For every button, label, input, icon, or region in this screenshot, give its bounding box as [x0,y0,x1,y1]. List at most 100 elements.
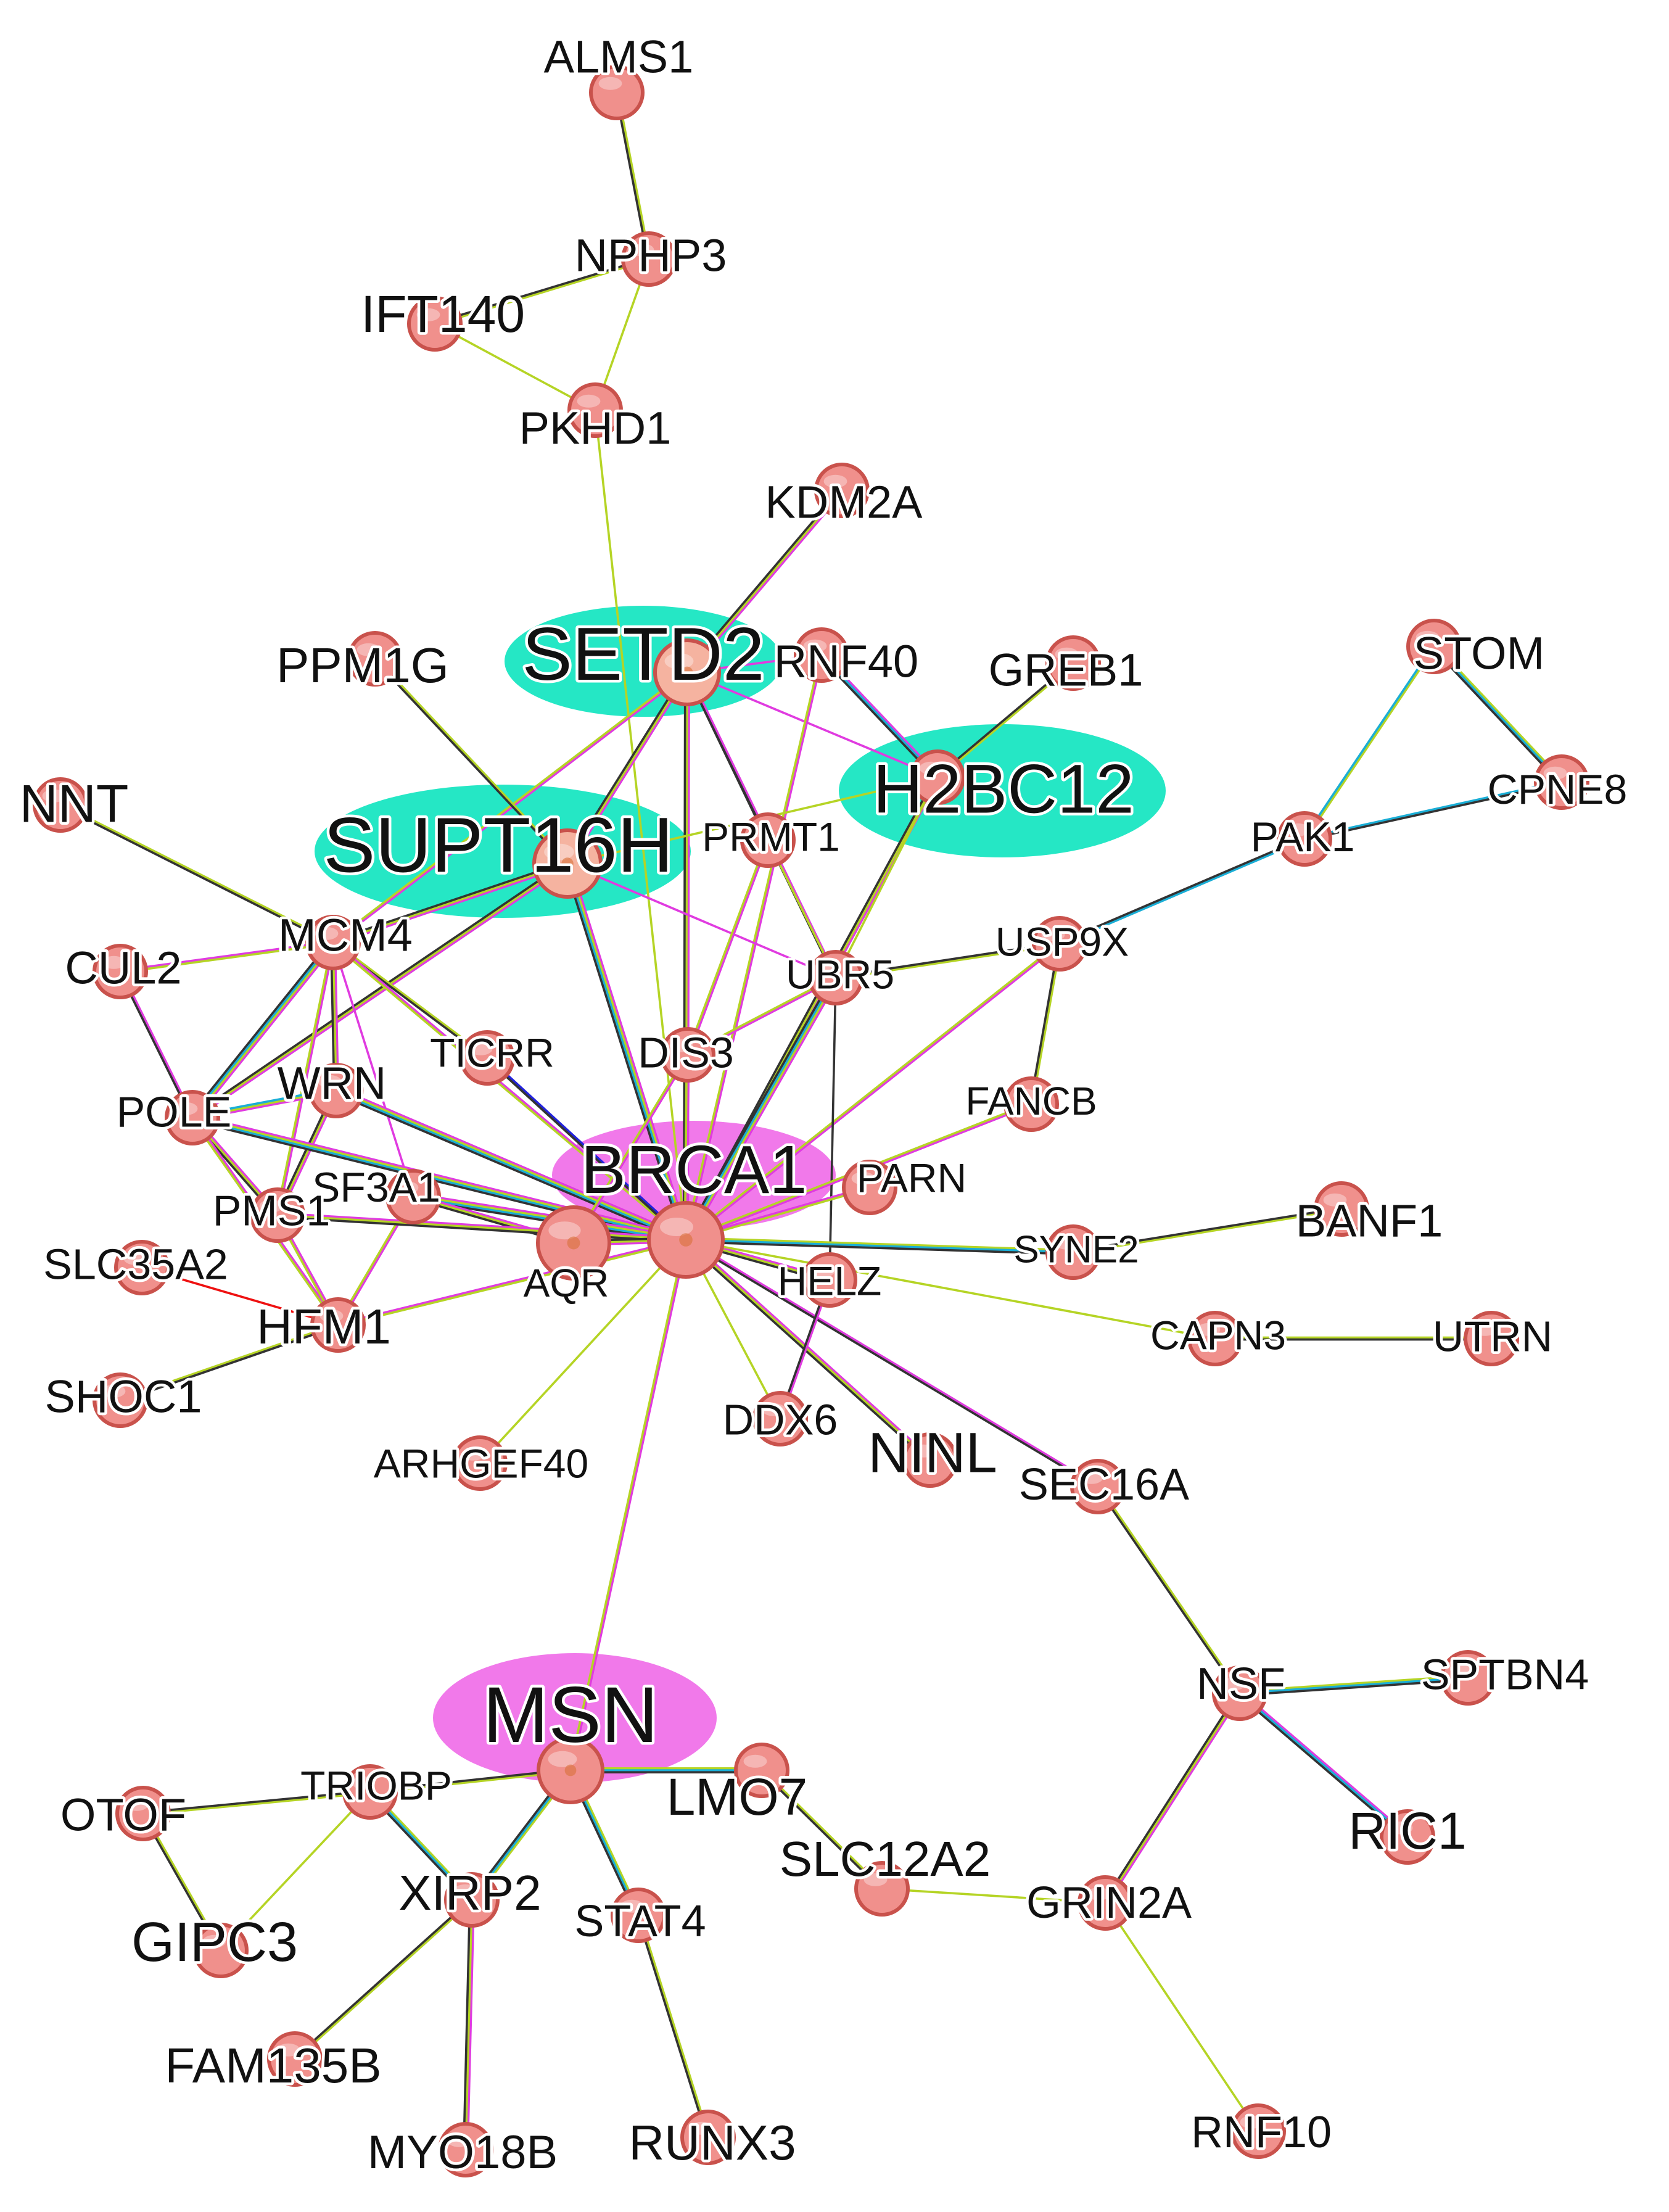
node-sf3a1[interactable] [385,1169,441,1224]
node-circle[interactable] [794,627,849,683]
node-ninl[interactable] [902,1432,958,1488]
node-circle[interactable] [567,382,623,438]
node-circle[interactable] [438,2122,493,2177]
node-circle[interactable] [1045,635,1101,691]
node-circle[interactable] [740,812,796,868]
node-circle[interactable] [1440,1650,1496,1706]
node-ric1[interactable] [1380,1809,1435,1865]
node-circle[interactable] [407,296,463,352]
node-fancb[interactable] [1003,1076,1059,1132]
node-circle[interactable] [305,915,361,970]
node-circle[interactable] [267,2031,323,2087]
node-aqr[interactable] [536,1205,611,1281]
node-sptbn4[interactable] [1440,1650,1496,1706]
node-ddx6[interactable] [752,1391,808,1446]
node-circle[interactable] [1070,1459,1126,1514]
node-circle[interactable] [193,1923,249,1978]
node-circle[interactable] [93,944,148,999]
node-runx3[interactable] [680,2110,736,2165]
node-circle[interactable] [1230,2103,1286,2159]
node-dis3[interactable] [660,1027,715,1083]
node-hfm1[interactable] [310,1297,366,1353]
node-circle[interactable] [842,1160,897,1215]
node-nphp3[interactable] [621,231,677,287]
node-alms1[interactable] [589,65,645,120]
node-rnf10[interactable] [1230,2103,1286,2159]
node-circle[interactable] [1406,619,1462,674]
node-circle[interactable] [347,631,403,687]
node-helz[interactable] [802,1252,857,1308]
node-circle[interactable] [1277,811,1332,867]
node-slc35a2[interactable] [114,1240,170,1295]
node-stom[interactable] [1406,619,1462,674]
node-circle[interactable] [114,1240,170,1295]
node-circle[interactable] [250,1187,305,1243]
node-pkhd1[interactable] [567,382,623,438]
node-circle[interactable] [33,777,88,833]
node-circle[interactable] [310,1297,366,1353]
node-msn[interactable] [537,1736,604,1804]
node-circle[interactable] [1045,1224,1101,1280]
node-supt16h[interactable] [532,828,603,899]
node-ift140[interactable] [407,296,463,352]
node-fam135b[interactable] [267,2031,323,2087]
node-circle[interactable] [1032,916,1087,972]
node-wrn[interactable] [308,1063,364,1118]
node-arhgef40[interactable] [452,1435,508,1491]
node-circle[interactable] [452,1435,508,1491]
node-cul2[interactable] [93,944,148,999]
node-circle[interactable] [93,1372,148,1428]
node-circle[interactable] [802,1252,857,1308]
node-prmt1[interactable] [740,812,796,868]
node-capn3[interactable] [1187,1311,1243,1366]
node-circle[interactable] [459,1030,515,1086]
node-circle[interactable] [1380,1809,1435,1865]
node-circle[interactable] [444,1872,500,1928]
node-pole[interactable] [165,1090,220,1145]
node-cpne8[interactable] [1534,754,1589,810]
node-parn[interactable] [842,1160,897,1215]
node-rnf40[interactable] [794,627,849,683]
node-circle[interactable] [680,2110,736,2165]
node-banf1[interactable] [1314,1181,1369,1237]
node-lmo7[interactable] [734,1743,789,1798]
node-myo18b[interactable] [438,2122,493,2177]
node-kdm2a[interactable] [814,463,870,518]
node-circle[interactable] [752,1391,808,1446]
node-ticrr[interactable] [459,1030,515,1086]
node-ppm1g[interactable] [347,631,403,687]
node-circle[interactable] [1464,1311,1519,1366]
node-circle[interactable] [308,1063,364,1118]
node-circle[interactable] [611,1888,666,1943]
node-circle[interactable] [1078,1875,1133,1931]
node-stat4[interactable] [611,1888,666,1943]
node-circle[interactable] [342,1764,398,1820]
node-brca1[interactable] [647,1201,725,1279]
node-circle[interactable] [621,231,677,287]
node-circle[interactable] [589,65,645,120]
node-utrn[interactable] [1464,1311,1519,1366]
node-circle[interactable] [854,1861,910,1917]
node-gipc3[interactable] [193,1923,249,1978]
node-syne2[interactable] [1045,1224,1101,1280]
node-circle[interactable] [808,950,863,1005]
node-pak1[interactable] [1277,811,1332,867]
node-grin2a[interactable] [1078,1875,1133,1931]
node-circle[interactable] [385,1169,441,1224]
node-otof[interactable] [115,1786,171,1841]
node-circle[interactable] [814,463,870,518]
node-nnt[interactable] [33,777,88,833]
node-circle[interactable] [902,1432,958,1488]
node-circle[interactable] [1534,754,1589,810]
node-xirp2[interactable] [444,1872,500,1928]
node-circle[interactable] [1212,1665,1267,1721]
node-circle[interactable] [660,1027,715,1083]
node-mcm4[interactable] [305,915,361,970]
node-greb1[interactable] [1045,635,1101,691]
node-circle[interactable] [1003,1076,1059,1132]
node-circle[interactable] [165,1090,220,1145]
node-sec16a[interactable] [1070,1459,1126,1514]
node-slc12a2[interactable] [854,1861,910,1917]
node-nsf[interactable] [1212,1665,1267,1721]
node-usp9x[interactable] [1032,916,1087,972]
